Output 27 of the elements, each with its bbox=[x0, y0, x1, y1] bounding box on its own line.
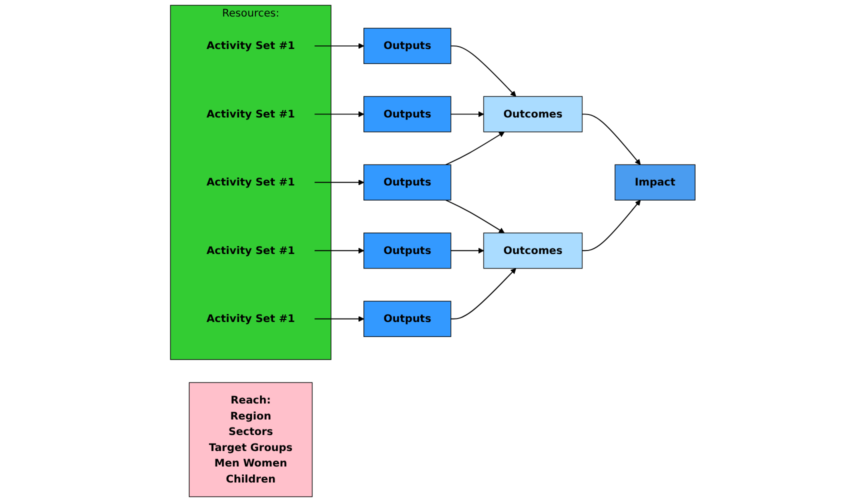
arrow bbox=[581, 200, 640, 252]
arrow bbox=[445, 132, 504, 166]
arrow bbox=[450, 45, 516, 97]
node-box: Outputs bbox=[363, 96, 451, 132]
node-box: Outcomes bbox=[483, 96, 582, 132]
node-text: Activity Set #1 bbox=[206, 312, 295, 325]
arrow bbox=[450, 268, 516, 320]
node-box: Outputs bbox=[363, 232, 451, 269]
node-text: Activity Set #1 bbox=[206, 176, 295, 188]
arrow bbox=[314, 43, 364, 49]
arrow bbox=[314, 111, 364, 118]
arrow bbox=[450, 111, 484, 118]
node-text: Activity Set #1 bbox=[206, 108, 295, 120]
node-box: Reach: Region Sectors Target Groups Men Women Children bbox=[188, 382, 312, 498]
node-box: Outputs bbox=[363, 164, 451, 200]
node-box: Outputs bbox=[363, 28, 451, 64]
node-box: Outputs bbox=[363, 300, 451, 337]
node-text: Activity Set #1 bbox=[206, 244, 295, 257]
node-box: Outcomes bbox=[483, 232, 582, 269]
node-text: Activity Set #1 bbox=[206, 39, 295, 52]
arrow bbox=[314, 248, 364, 254]
arrow bbox=[445, 200, 504, 234]
arrow bbox=[314, 180, 364, 186]
node-box: Impact bbox=[614, 164, 696, 200]
arrow bbox=[450, 248, 484, 254]
arrow bbox=[314, 316, 364, 322]
arrow bbox=[581, 114, 640, 165]
